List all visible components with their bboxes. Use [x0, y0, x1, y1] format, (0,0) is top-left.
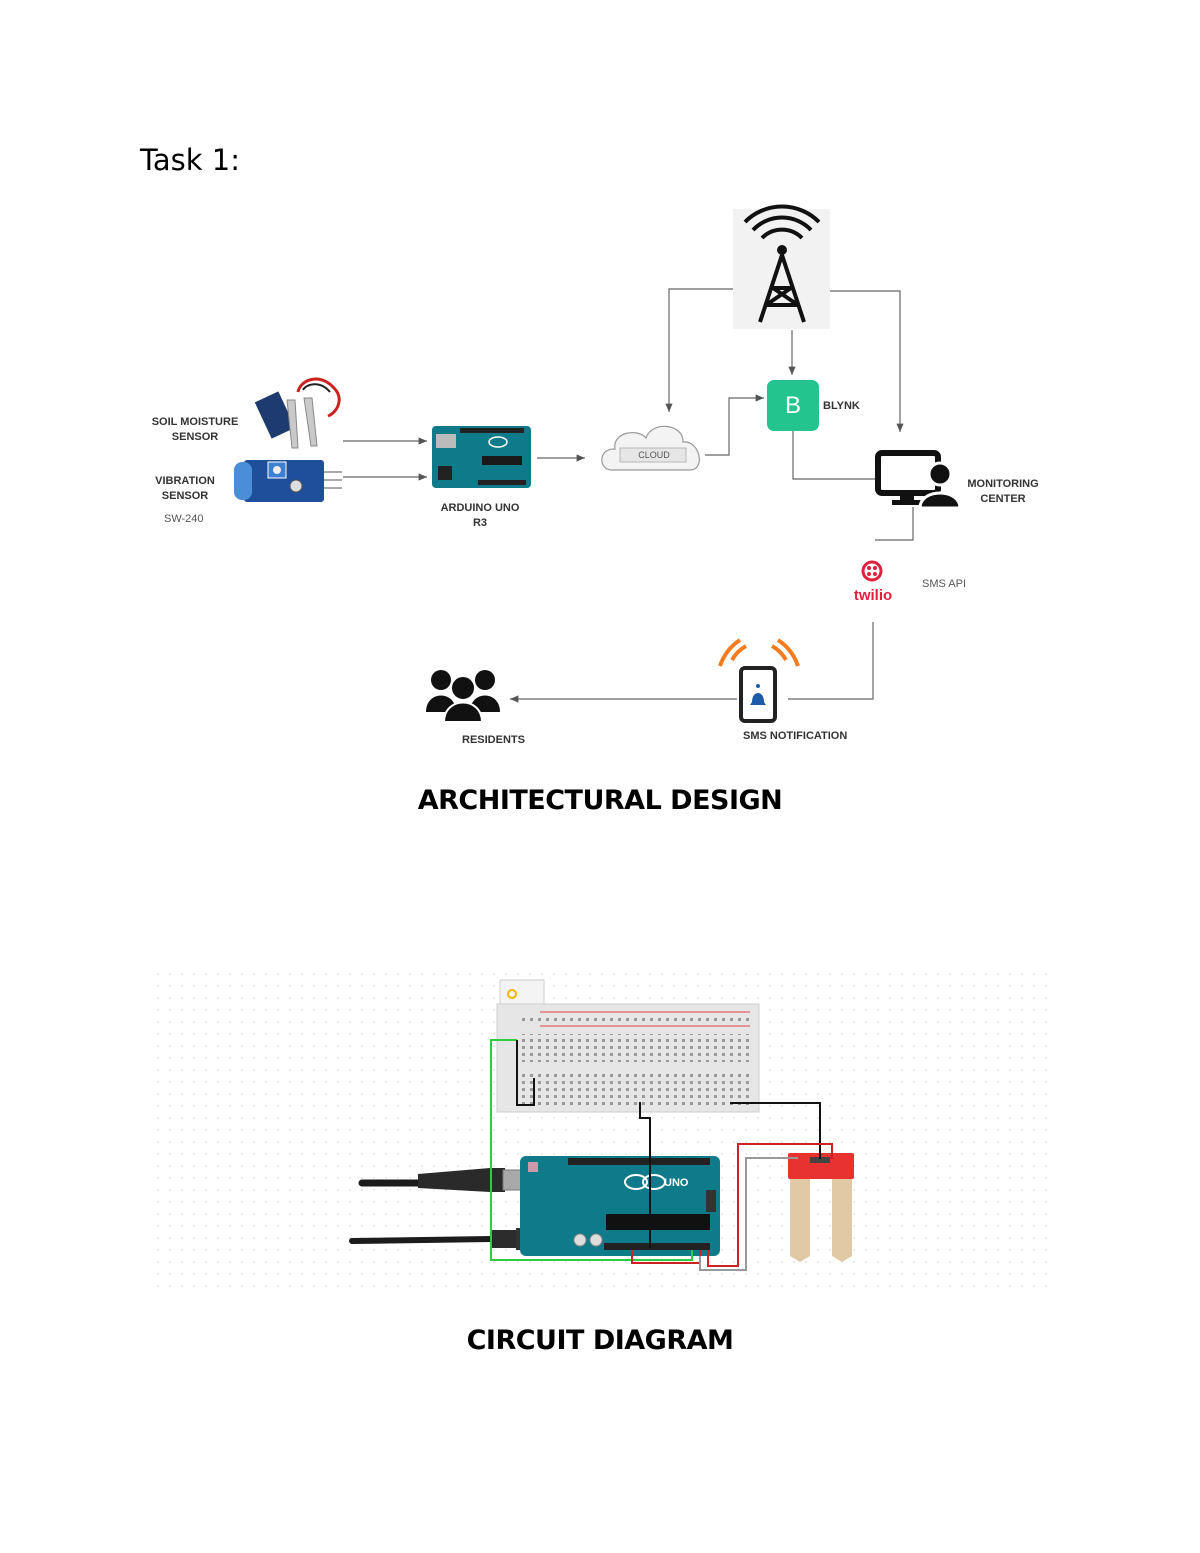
arduino-uno-icon — [432, 426, 531, 488]
black-wire-ground — [639, 1102, 651, 1248]
vibration-sensor-icon — [234, 460, 342, 502]
monitoring-center-label: MONITORING CENTER — [967, 478, 1039, 505]
cloud-icon — [601, 425, 700, 471]
monitor-user-icon — [875, 450, 962, 510]
usb-cable — [358, 1168, 530, 1192]
sms-api-label: SMS API — [922, 578, 967, 590]
twilio-logo — [861, 560, 883, 582]
wires — [490, 1039, 833, 1271]
soil-moisture-probe — [788, 1153, 854, 1262]
soil-moisture-sensor-icon — [254, 377, 341, 449]
tower-icon — [733, 204, 830, 329]
cloud-label: CLOUD — [638, 450, 670, 460]
black-wire-sensor — [730, 1102, 821, 1159]
architectural-design-caption: ARCHITECTURAL DESIGN — [417, 785, 783, 816]
soil-sensor-label: SOIL MOISTURE SENSOR — [151, 416, 239, 443]
residents-label: RESIDENTS — [462, 734, 525, 746]
breadboard — [496, 1003, 760, 1113]
blynk-logo-letter: B — [784, 392, 801, 419]
circuit-diagram-caption: CIRCUIT DIAGRAM — [466, 1325, 734, 1356]
circuit-diagram: UNO — [150, 965, 1050, 1290]
blynk-label: BLYNK — [823, 400, 860, 412]
phone-bell-icon — [718, 638, 800, 723]
vibration-model-label: SW-240 — [164, 513, 204, 525]
gray-wire-sensor — [699, 1157, 798, 1271]
arduino-board-text: UNO — [664, 1177, 689, 1189]
red-wire-sensor — [707, 1143, 833, 1267]
arduino-label: ARDUINO UNO R3 — [440, 502, 520, 529]
twilio-label: twilio — [853, 587, 893, 604]
green-wire — [490, 1039, 693, 1261]
residents-icon — [426, 670, 500, 723]
arduino-board — [520, 1156, 720, 1256]
blynk-logo — [767, 380, 819, 431]
architecture-diagram — [234, 204, 962, 723]
connector-lines — [343, 288, 914, 703]
black-wire-breadboard — [516, 1040, 535, 1106]
sms-notification-label: SMS NOTIFICATION — [743, 730, 848, 742]
task-heading: Task 1: — [140, 143, 241, 177]
vibration-sensor-label: VIBRATION SENSOR — [155, 475, 215, 502]
